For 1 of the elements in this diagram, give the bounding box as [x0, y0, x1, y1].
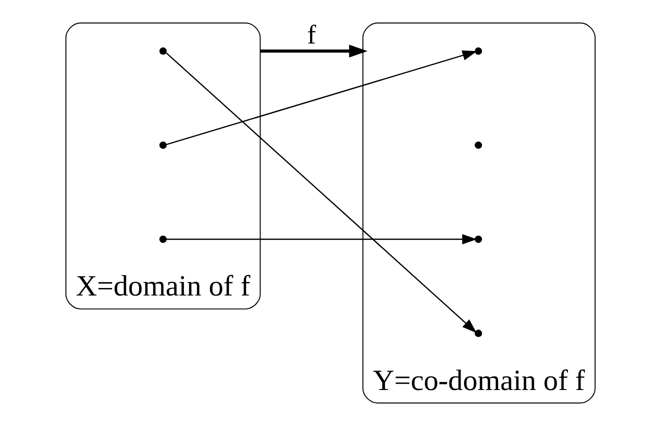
edge-label: f [307, 19, 316, 50]
